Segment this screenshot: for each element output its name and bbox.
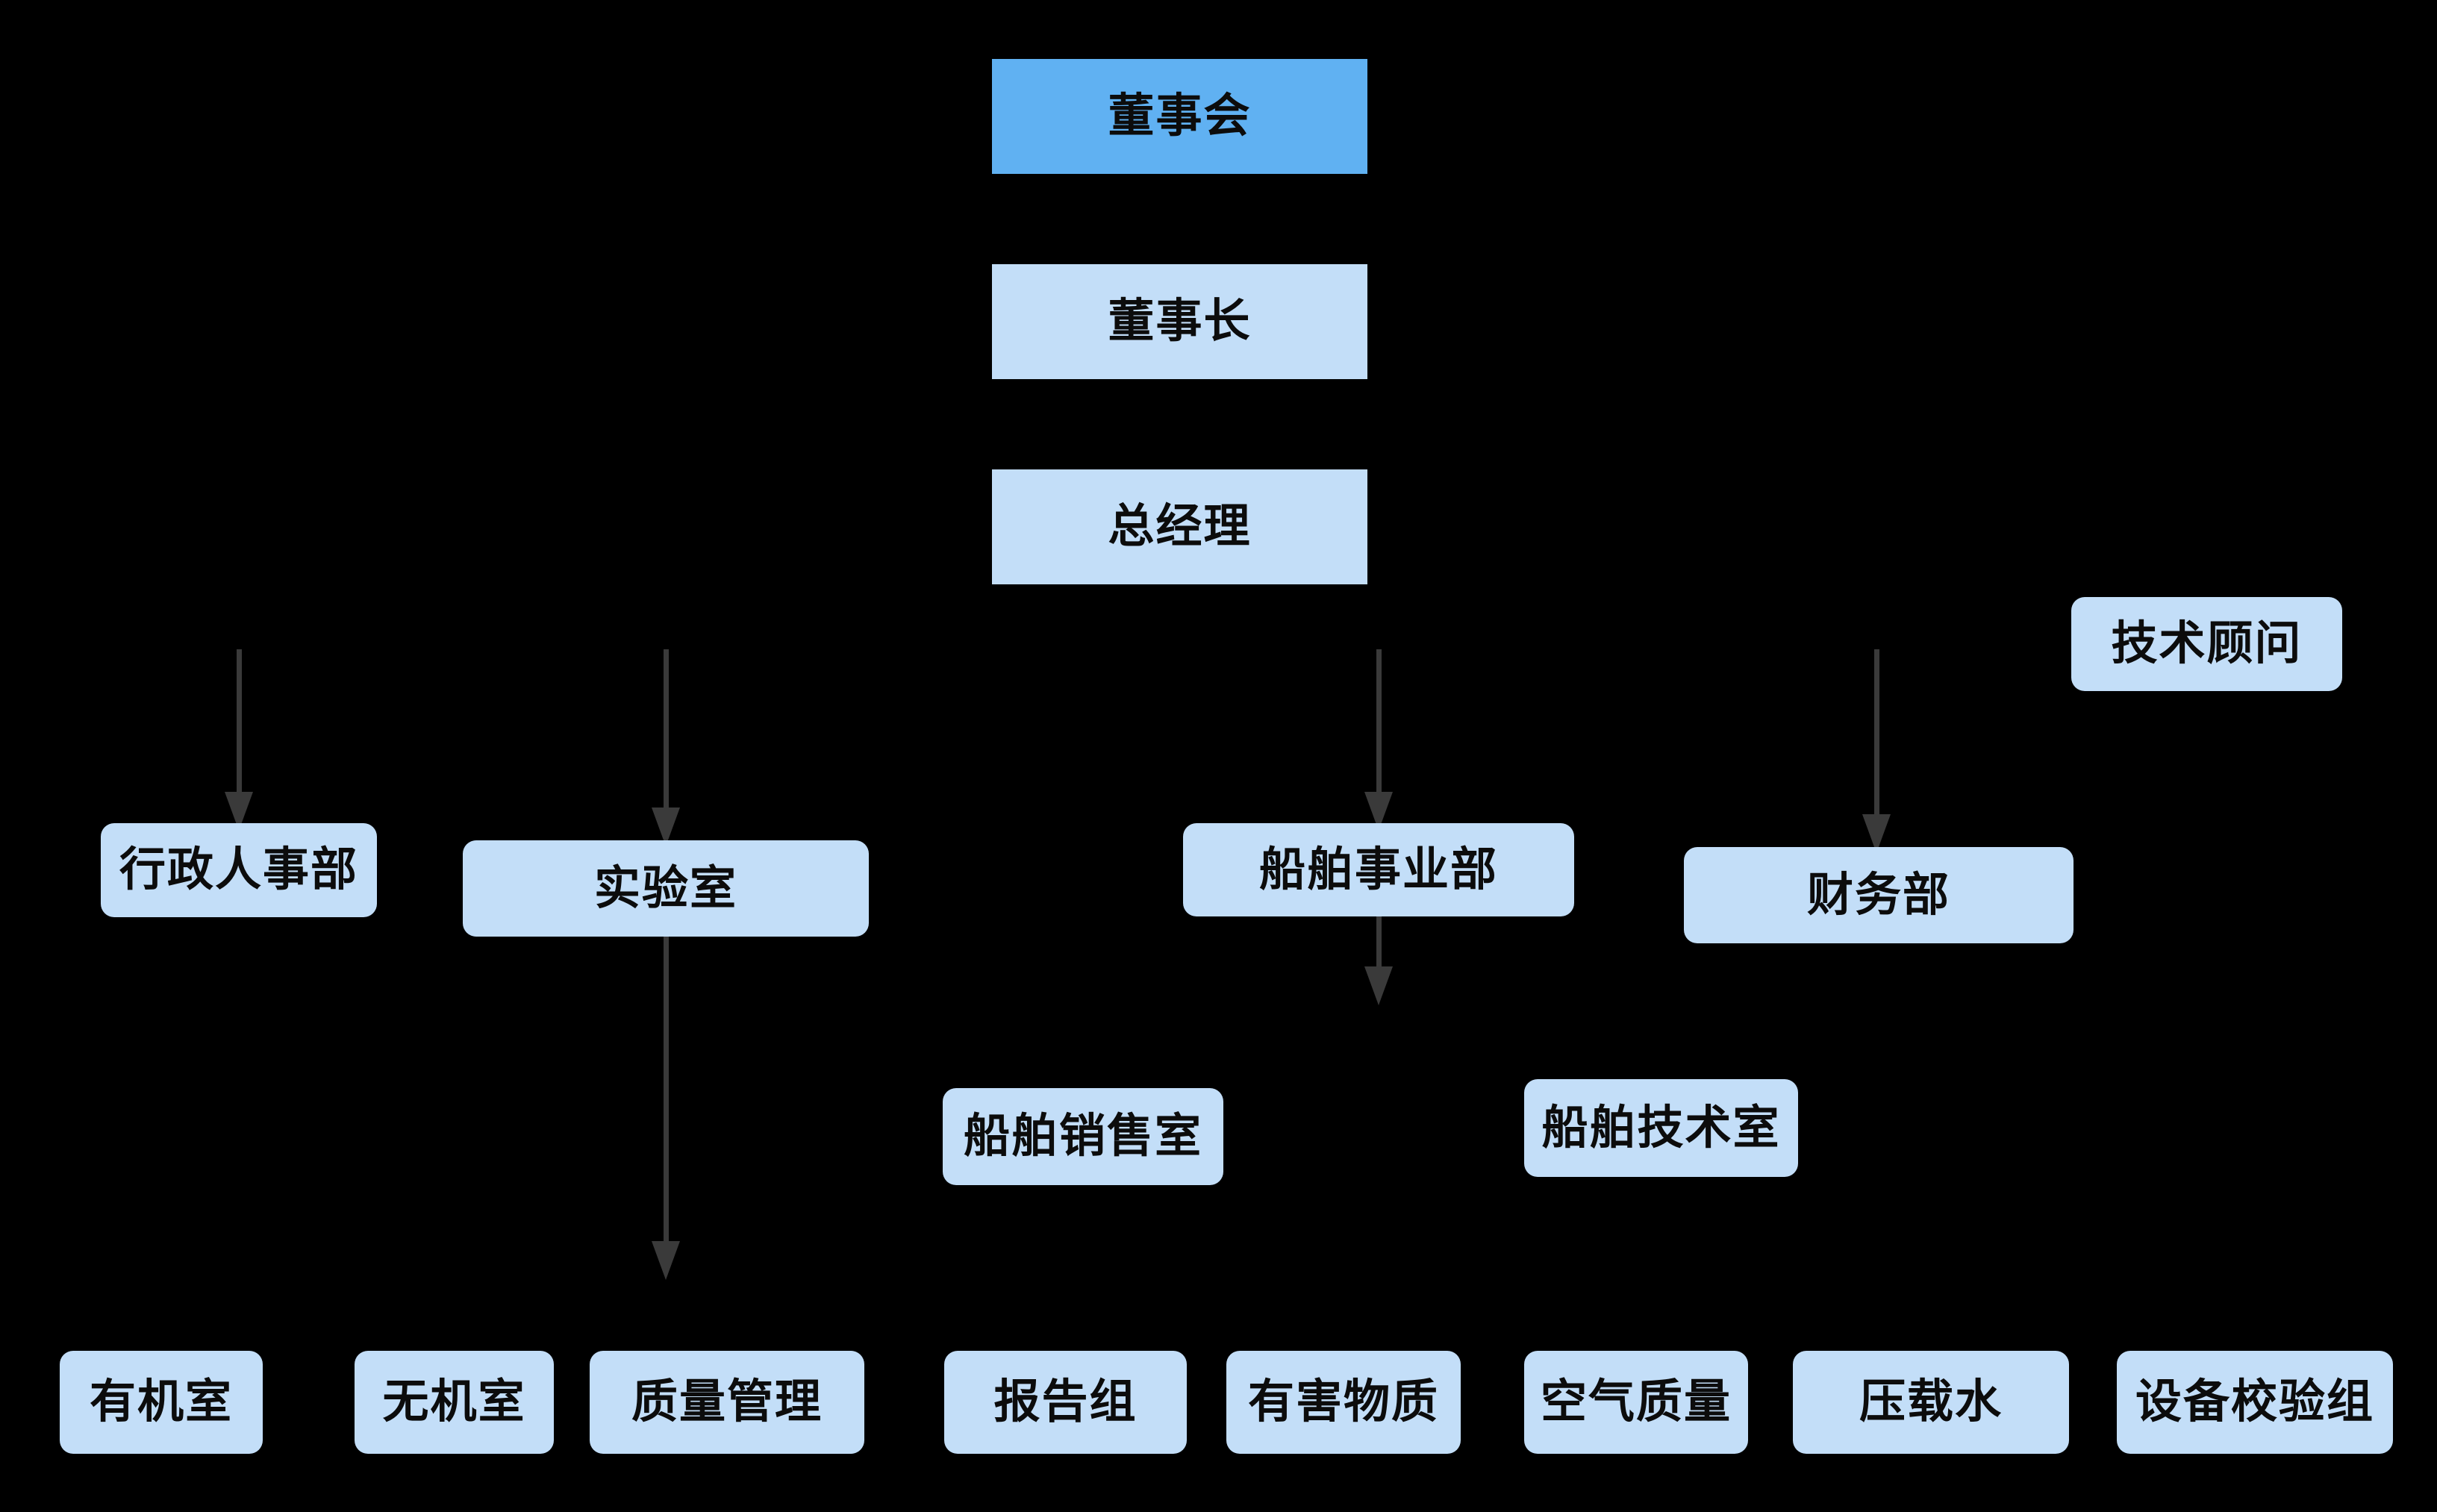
node-ballast-water[interactable]: 压载水 (1793, 1351, 2069, 1454)
node-finance-dept[interactable]: 财务部 (1684, 847, 2074, 943)
node-board-of-directors[interactable]: 董事会 (992, 59, 1367, 174)
arrow-head-down-icon-from-laboratory (652, 1241, 680, 1280)
node-admin-hr-dept[interactable]: 行政人事部 (101, 823, 377, 917)
arrow-line-from-ship-business-dept (1376, 916, 1382, 971)
node-report-group[interactable]: 报告组 (944, 1351, 1187, 1454)
node-label-hazardous-substances: 有害物质 (1247, 1376, 1439, 1428)
node-label-report-group: 报告组 (993, 1376, 1138, 1428)
arrow-head-down-icon-to-laboratory (652, 807, 680, 846)
node-label-finance-dept: 财务部 (1806, 869, 1950, 921)
node-label-air-quality: 空气质量 (1540, 1376, 1732, 1428)
node-organic-room[interactable]: 有机室 (60, 1351, 263, 1454)
arrow-line-to-finance-dept (1874, 649, 1879, 819)
node-label-ship-technology-office: 船舶技术室 (1541, 1102, 1781, 1154)
node-label-chairman: 董事长 (1108, 296, 1252, 347)
node-label-equipment-calibration-group: 设备校验组 (2135, 1376, 2374, 1428)
node-label-technical-advisor: 技术顾问 (2111, 618, 2303, 669)
node-label-admin-hr-dept: 行政人事部 (119, 844, 358, 896)
node-general-manager[interactable]: 总经理 (992, 469, 1367, 584)
node-ship-technology-office[interactable]: 船舶技术室 (1524, 1079, 1798, 1177)
arrow-line-to-laboratory (664, 649, 669, 812)
arrow-head-down-icon-to-finance-dept (1862, 814, 1891, 853)
node-label-ship-sales-office: 船舶销售室 (963, 1110, 1202, 1162)
node-label-general-manager: 总经理 (1108, 501, 1252, 552)
node-label-board-of-directors: 董事会 (1108, 90, 1252, 142)
arrow-head-down-icon-from-ship-business-dept (1364, 966, 1393, 1005)
node-hazardous-substances[interactable]: 有害物质 (1226, 1351, 1461, 1454)
arrow-line-from-laboratory (664, 937, 669, 1246)
node-inorganic-room[interactable]: 无机室 (355, 1351, 554, 1454)
node-technical-advisor[interactable]: 技术顾问 (2071, 597, 2342, 691)
node-label-organic-room: 有机室 (89, 1376, 233, 1428)
node-label-inorganic-room: 无机室 (382, 1376, 526, 1428)
node-label-laboratory: 实验室 (593, 862, 737, 914)
node-chairman[interactable]: 董事长 (992, 264, 1367, 379)
node-label-ship-business-dept: 船舶事业部 (1258, 843, 1498, 896)
node-air-quality[interactable]: 空气质量 (1524, 1351, 1748, 1454)
arrow-line-to-ship-business-dept (1376, 649, 1382, 796)
node-equipment-calibration-group[interactable]: 设备校验组 (2117, 1351, 2393, 1454)
node-quality-management[interactable]: 质量管理 (590, 1351, 864, 1454)
node-label-quality-management: 质量管理 (631, 1376, 823, 1428)
node-label-ballast-water: 压载水 (1859, 1376, 2003, 1428)
node-ship-sales-office[interactable]: 船舶销售室 (943, 1088, 1223, 1185)
arrow-line-to-admin-hr-dept (237, 649, 242, 796)
node-laboratory[interactable]: 实验室 (463, 840, 869, 937)
node-ship-business-dept[interactable]: 船舶事业部 (1183, 823, 1574, 916)
